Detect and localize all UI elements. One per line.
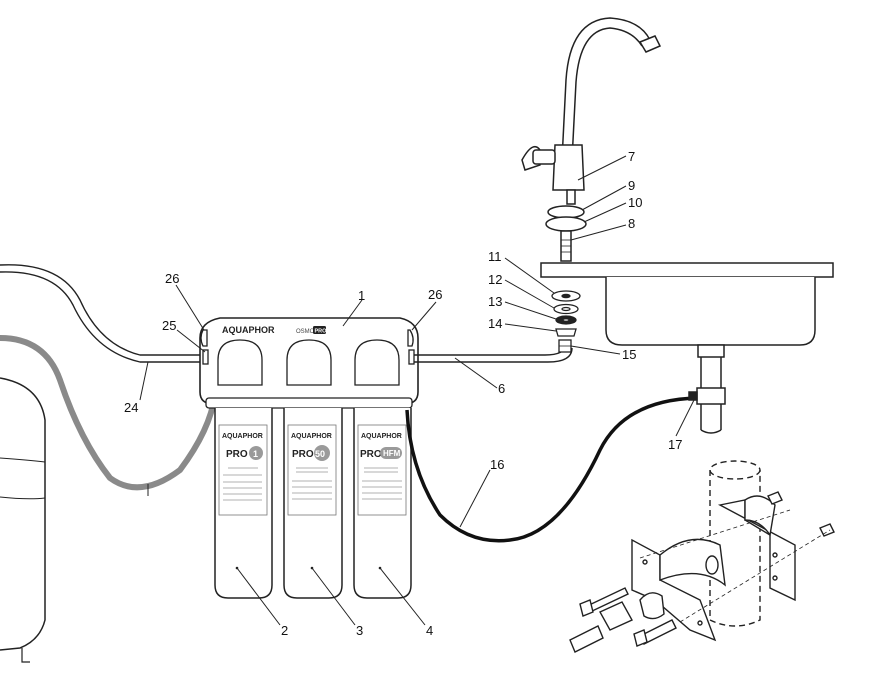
cartridge-1-fine-print [223, 467, 262, 501]
cartridge-1-badge: 1 [253, 449, 258, 459]
head-base [205, 397, 413, 409]
callout-6: 6 [498, 381, 505, 396]
cartridge-1: AQUAPHOR PRO 1 [214, 408, 273, 599]
callout-1: 1 [358, 288, 365, 303]
drain-saddle [569, 460, 835, 653]
callout-8: 8 [628, 216, 635, 231]
callout-24: 24 [124, 400, 138, 415]
cartridge-2-fine-print [292, 467, 332, 500]
callout-9: 9 [628, 178, 635, 193]
clip-26-left [200, 329, 209, 365]
cartridge-1-badge-icon [249, 446, 263, 460]
tube-24 [0, 264, 205, 363]
callout-labels: 1 2 3 4 6 7 9 10 8 11 12 13 14 15 16 17 … [124, 149, 682, 638]
callout-2: 2 [281, 623, 288, 638]
callout-7: 7 [628, 149, 635, 164]
head-model-badge [313, 326, 326, 334]
head-brand: AQUAPHOR [222, 325, 275, 335]
callout-13: 13 [488, 294, 502, 309]
cartridge-1-name: PRO [226, 449, 248, 460]
callout-17: 17 [668, 437, 682, 452]
drain-tube-16 [405, 396, 698, 543]
cartridge-2-name: PRO [292, 449, 314, 460]
callout-4: 4 [426, 623, 433, 638]
cartridge-3: AQUAPHOR PRO HFM [353, 408, 412, 599]
leader-lines [139, 155, 695, 626]
storage-tank [0, 377, 46, 663]
cartridge-2-brand: AQUAPHOR [291, 433, 332, 440]
clip-26-right [407, 329, 415, 365]
callout-16: 16 [490, 457, 504, 472]
filter-head: AQUAPHOR OSMO PRO [199, 317, 419, 409]
callout-12: 12 [488, 272, 502, 287]
callout-14: 14 [488, 316, 502, 331]
cartridge-1-brand: AQUAPHOR [222, 433, 263, 440]
callout-10: 10 [628, 195, 642, 210]
tube-6 [414, 344, 573, 363]
cartridge-2: AQUAPHOR PRO 50 [283, 408, 343, 599]
cartridge-3-brand: AQUAPHOR [361, 433, 402, 440]
cartridge-3-badge: HFM [383, 449, 401, 458]
cartridge-3-name: PRO [360, 449, 382, 460]
cartridge-2-badge: 50 [315, 449, 325, 459]
head-model: OSMO [296, 329, 315, 335]
cartridge-2-badge-icon [314, 445, 330, 461]
sink [540, 262, 834, 434]
callout-26-right: 26 [428, 287, 442, 302]
cartridge-3-badge-icon [380, 447, 402, 459]
grey-inlet-tube [0, 335, 218, 491]
callout-3: 3 [356, 623, 363, 638]
callout-15: 15 [622, 347, 636, 362]
callout-11: 11 [488, 249, 502, 264]
faucet [521, 17, 662, 262]
callout-25: 25 [162, 318, 176, 333]
head-model-suffix: PRO [315, 329, 328, 335]
cartridge-3-fine-print [362, 467, 402, 500]
mounting-parts [551, 290, 581, 353]
callout-26-left: 26 [165, 271, 179, 286]
